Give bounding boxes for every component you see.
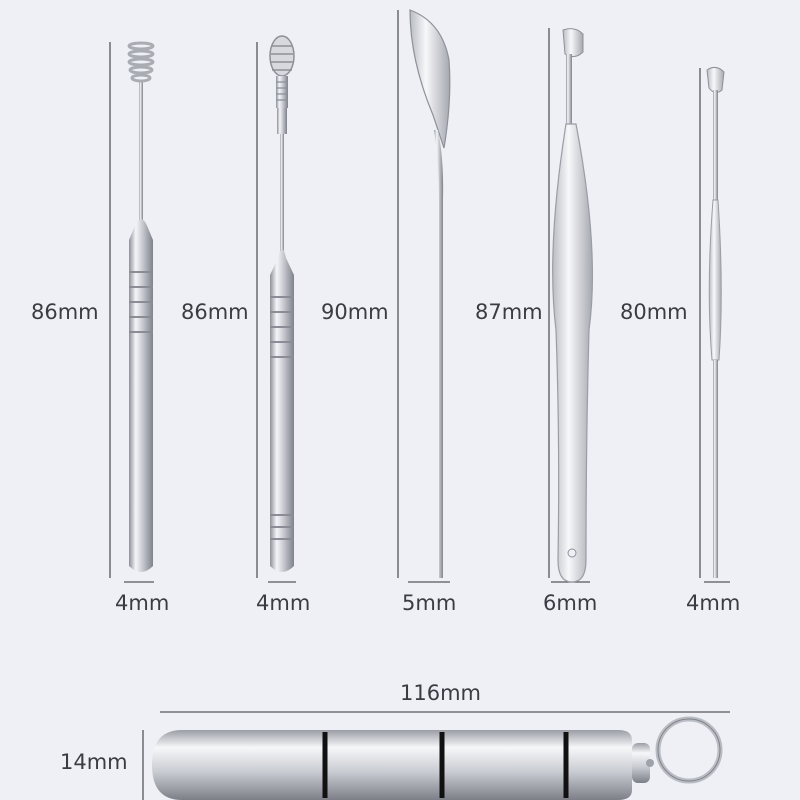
tool-3-width-label: 5mm [402, 591, 457, 615]
tool-1-width-label: 4mm [115, 591, 170, 615]
tool-5-length-label: 80mm [620, 300, 688, 324]
tool-5-width-label: 4mm [686, 591, 741, 615]
case-height-label: 14mm [60, 750, 128, 774]
tool-2-length-label: 86mm [181, 300, 249, 324]
flat-scoop-tool [552, 28, 594, 583]
spiral-pick-tool [127, 41, 155, 572]
tool-2-width-label: 4mm [256, 591, 311, 615]
tool-3-length-label: 90mm [321, 300, 389, 324]
spring-pick-tool [269, 35, 295, 572]
curved-scoop-tool [409, 9, 451, 578]
case-length-label: 116mm [400, 681, 481, 705]
thin-scoop-tool [706, 66, 725, 578]
tool-4-width-label: 6mm [543, 591, 598, 615]
tool-4-length-label: 87mm [475, 300, 543, 324]
carrying-case [152, 716, 723, 800]
tool-1-length-label: 86mm [31, 300, 99, 324]
dimension-lines [109, 10, 730, 800]
